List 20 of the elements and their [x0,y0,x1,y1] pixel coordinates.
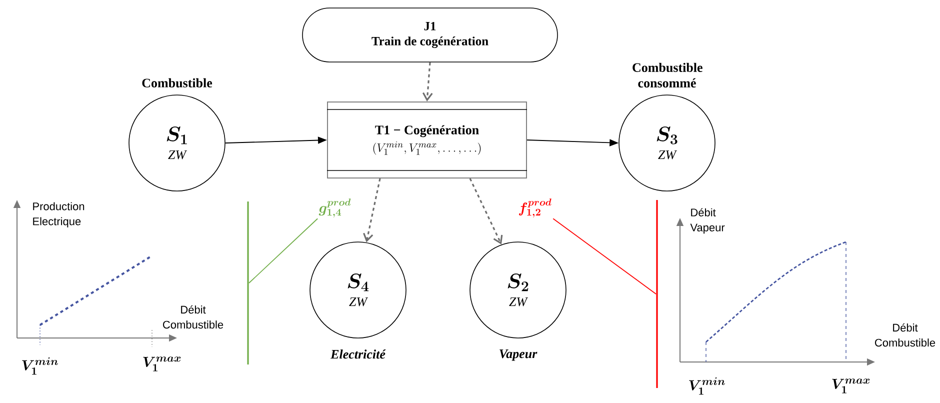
tick-label: $V_1^{max}$ [143,356,181,372]
process-box: T1 − Cogénération $(V_1^{min},V_1^{max}, \ldots, \ldots)$ [326,102,528,178]
node-caption: Electricité [330,350,386,359]
tick-label: $V_1^{max}$ [832,378,870,394]
node-caption: Vapeur [500,350,538,361]
node-heading: Combustible [142,78,212,88]
node-heading: Combustible consommé [632,62,702,88]
function-label: $g_{1,4}^{prod}$ [318,198,351,218]
function-label: $f_{1,2}^{prod}$ [518,198,552,218]
axis-label: Débit Vapeur [690,208,725,234]
leader-line [552,218,656,294]
axis-label: Débit Combustible [875,323,936,347]
tick-label: $V_1^{min}$ [689,377,725,395]
arrow [469,178,503,245]
arrow [422,62,433,102]
tick-label: $V_1^{min}$ [22,357,58,375]
axis-label: Production Electrique [33,202,84,228]
arrow [363,178,381,242]
axis-label: Débit Combustible [163,305,224,329]
leader-line [248,218,318,284]
